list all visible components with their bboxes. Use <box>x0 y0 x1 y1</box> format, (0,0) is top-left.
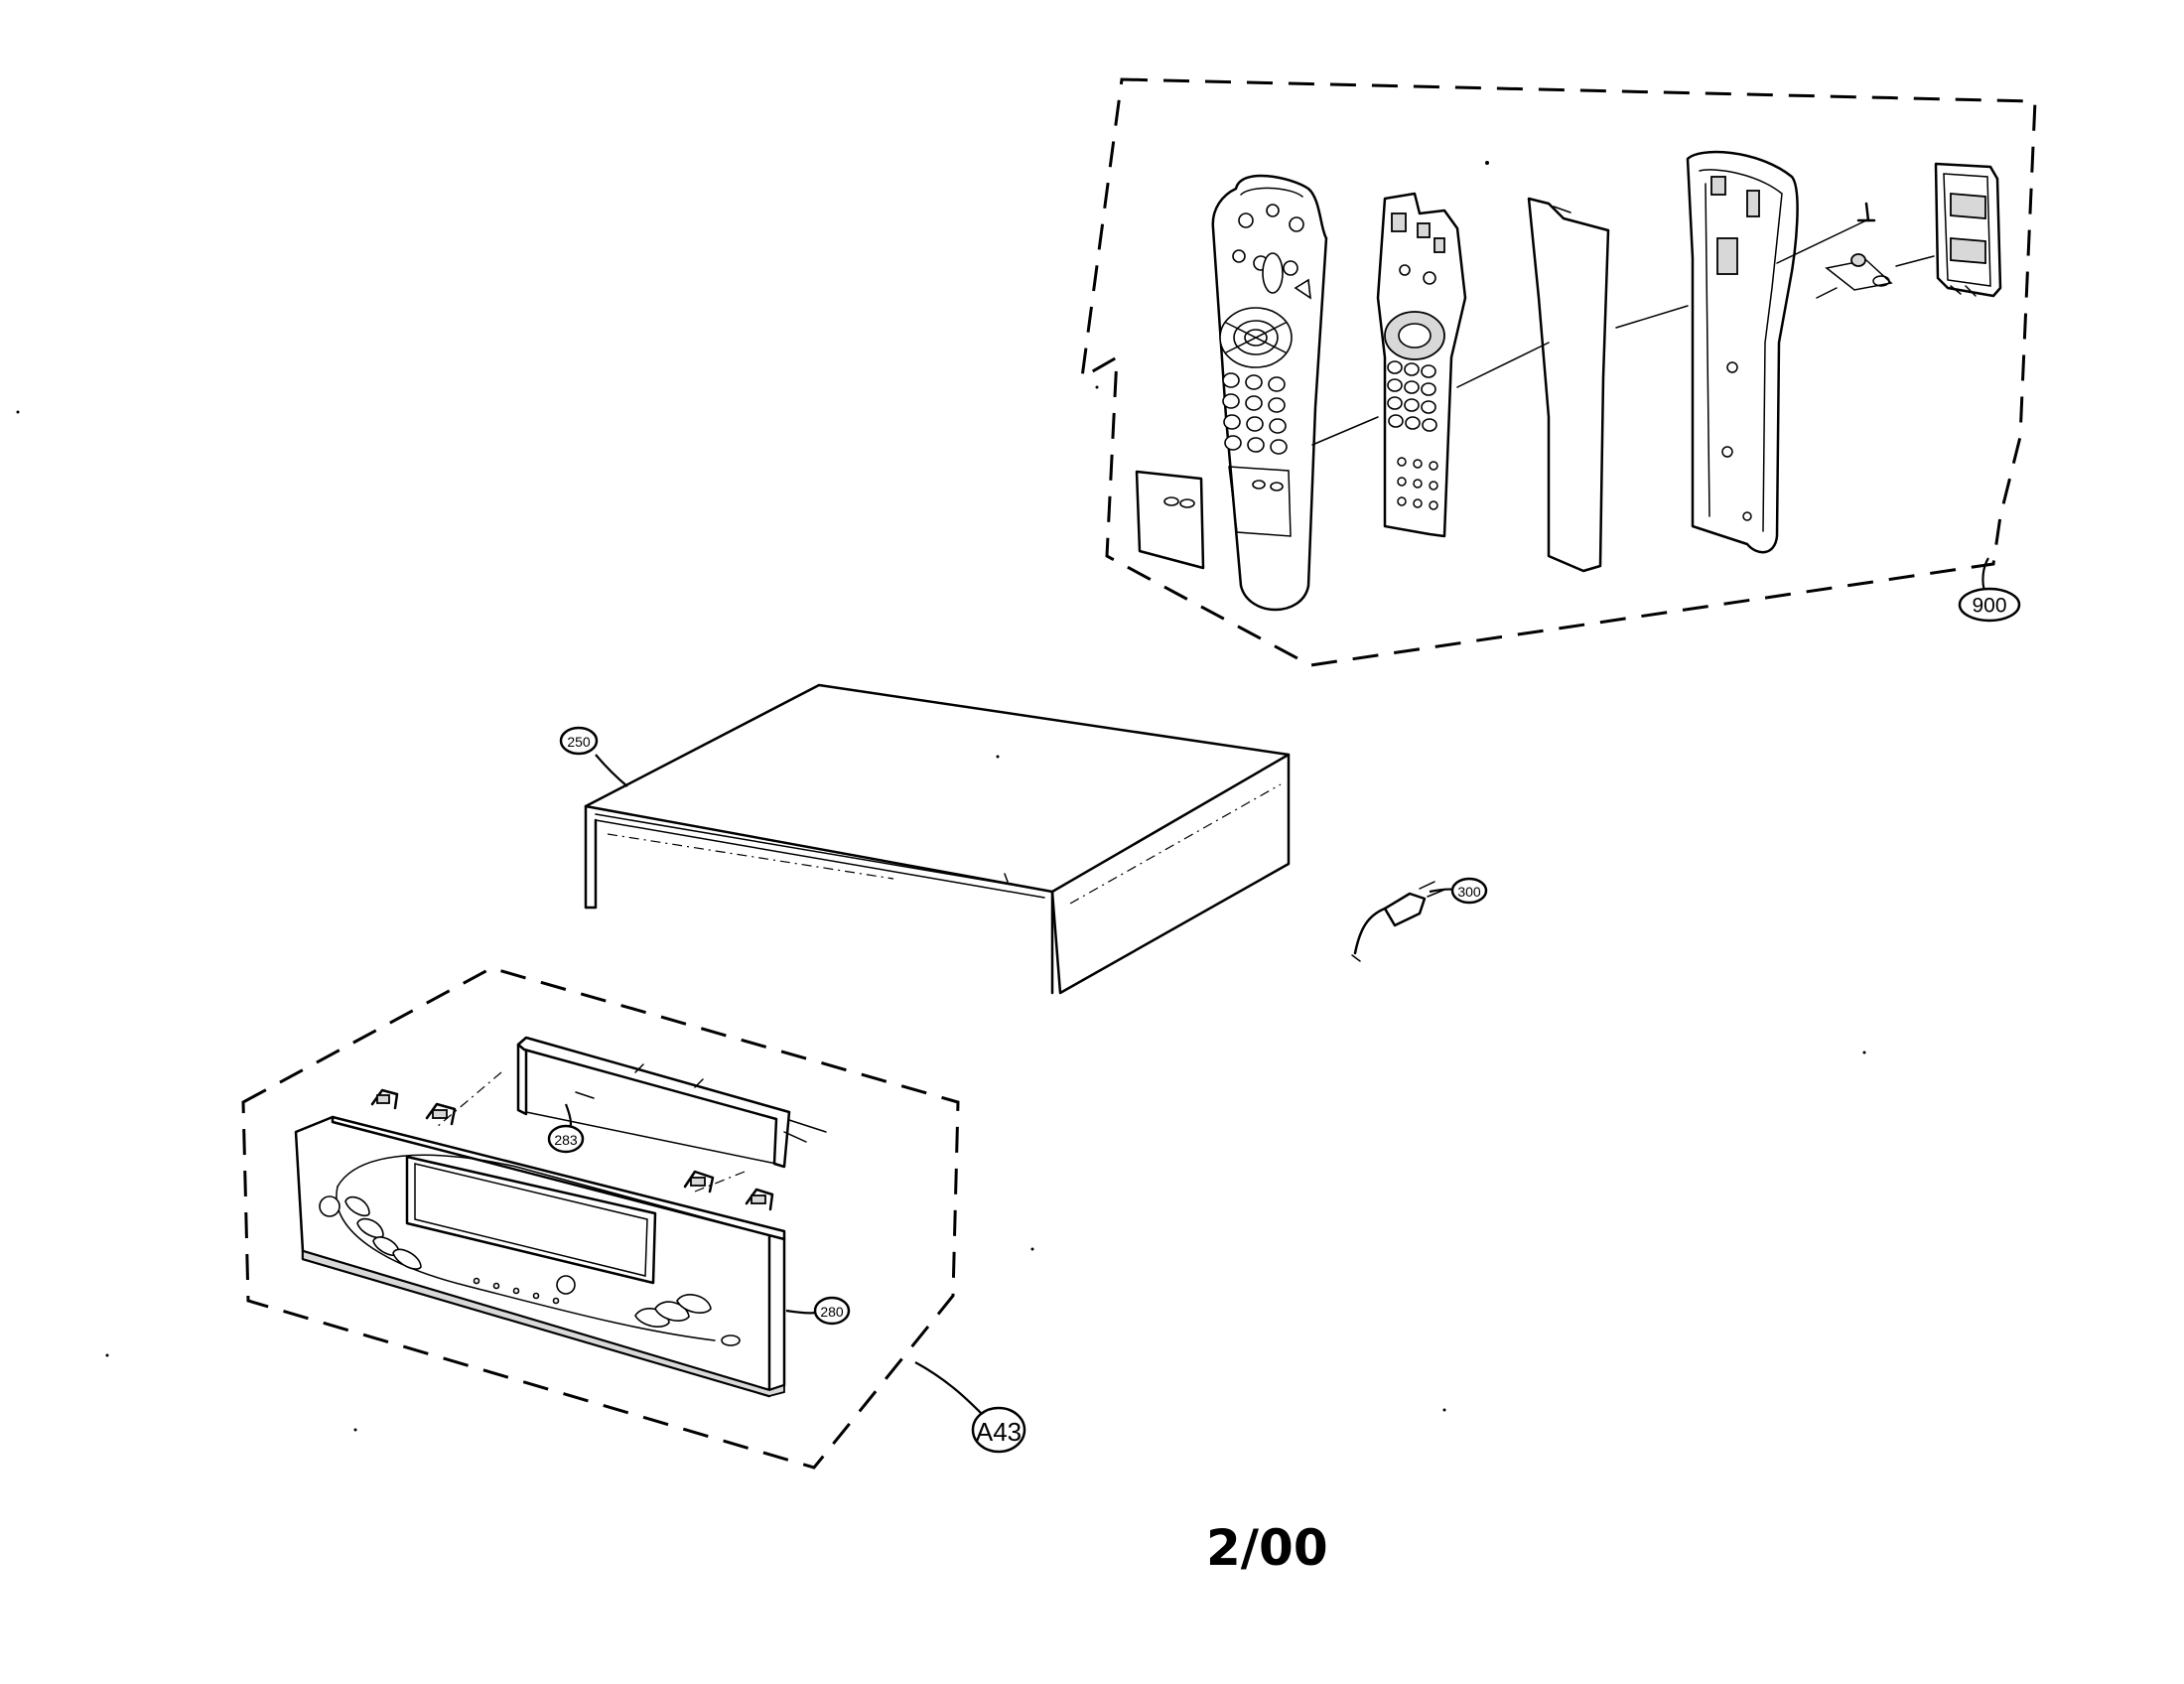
drawing-date: 2/00 <box>1206 1519 1328 1577</box>
svg-text:300: 300 <box>1457 884 1481 900</box>
callout-280: 280 <box>785 1296 851 1326</box>
top-cover: 250 <box>559 683 1291 995</box>
remote-rear-case <box>1686 150 1799 554</box>
svg-text:A43: A43 <box>976 1417 1022 1447</box>
remote-small-screw <box>1856 202 1876 222</box>
remote-rubber-keys <box>1387 360 1437 432</box>
front-panel-assembly-group: 283 <box>241 966 1026 1470</box>
remote-insulator-sheet <box>1527 197 1610 573</box>
front-panel: 280 <box>294 1088 851 1398</box>
front-panel-dashed-boundary <box>241 966 960 1470</box>
front-bracket: 283 <box>436 1036 827 1193</box>
remote-label-plate <box>1135 470 1205 570</box>
remote-front-case <box>1211 174 1328 612</box>
remote-battery-spring <box>1825 253 1893 291</box>
svg-text:283: 283 <box>554 1132 578 1148</box>
svg-text:280: 280 <box>820 1304 844 1320</box>
callout-283: 283 <box>547 1103 585 1154</box>
callout-300: 300 <box>1429 877 1488 905</box>
svg-text:250: 250 <box>567 734 591 750</box>
remote-battery-cover <box>1934 162 2002 298</box>
callout-250: 250 <box>559 726 628 787</box>
remote-assembly-dashed-boundary <box>1080 77 2037 667</box>
callout-900: 900 <box>1958 557 2021 623</box>
remote-circuit-board <box>1376 192 1467 538</box>
svg-text:900: 900 <box>1972 595 2006 618</box>
scan-specks <box>16 161 1866 1432</box>
remote-number-keys <box>1222 372 1288 455</box>
remote-assembly-group: 900 <box>1080 77 2037 667</box>
callout-a43: A43 <box>914 1361 1026 1454</box>
power-cord: 300 <box>1351 877 1488 962</box>
